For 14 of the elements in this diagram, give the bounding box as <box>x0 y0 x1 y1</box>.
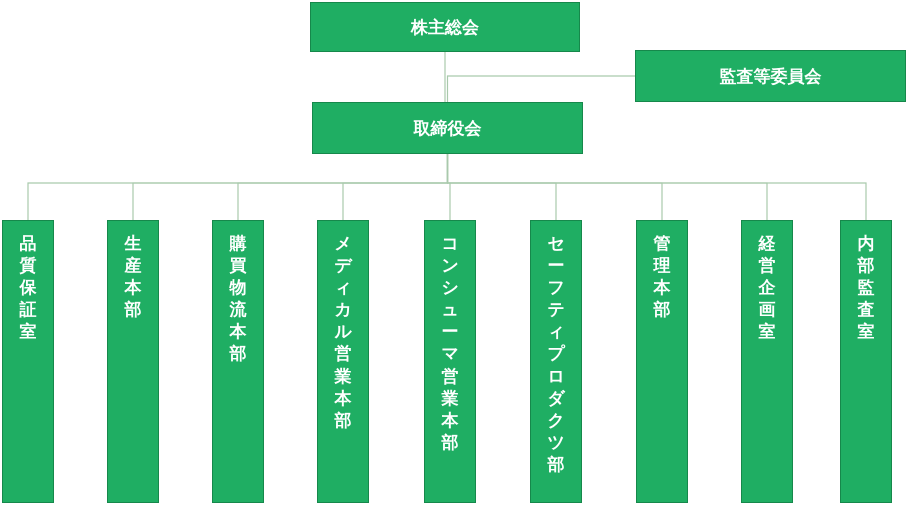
connector-line <box>444 52 446 102</box>
department-box: セーフティプロダクツ部 <box>530 220 582 503</box>
department-box: 購買物流本部 <box>212 220 264 503</box>
department-box: 品質保証室 <box>2 220 54 503</box>
department-box: 生産本部 <box>107 220 159 503</box>
organization-box: 取締役会 <box>312 102 583 154</box>
department-box: 経営企画室 <box>741 220 793 503</box>
department-box: 内部監査室 <box>840 220 892 503</box>
department-box: コンシューマ営業本部 <box>424 220 476 503</box>
organization-box: 株主総会 <box>310 2 580 52</box>
connector-line <box>446 75 635 102</box>
department-box: メディカル営業本部 <box>317 220 369 503</box>
department-box: 管理本部 <box>636 220 688 503</box>
organization-box: 監査等委員会 <box>635 50 906 102</box>
